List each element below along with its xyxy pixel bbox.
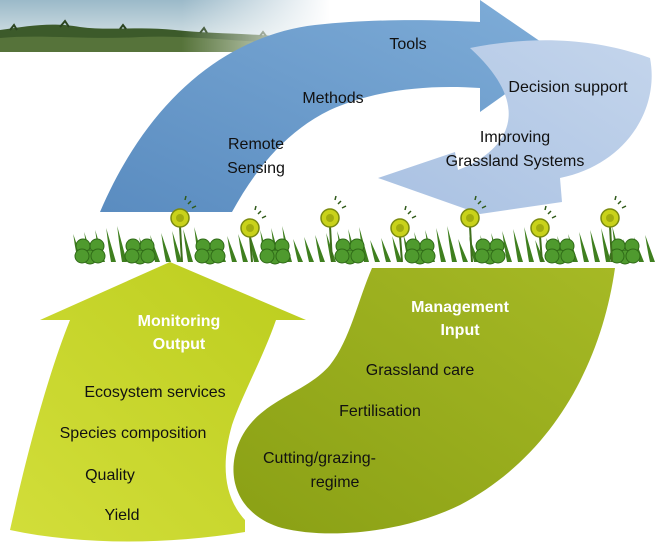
- grass-blade-icon: [238, 234, 248, 262]
- management-title-2: Input: [440, 322, 480, 339]
- dandelion-stem-icon: [179, 225, 183, 263]
- dandelion-stem-icon: [399, 235, 403, 263]
- dandelion-stem-icon: [609, 225, 613, 263]
- grass-blade-icon: [535, 240, 545, 262]
- management-title-1: Management: [411, 299, 509, 316]
- grass-blade-icon: [381, 238, 391, 262]
- clover-leaf-icon: [474, 248, 490, 264]
- management-item: Fertilisation: [339, 403, 421, 420]
- dandelion-stem-icon: [469, 225, 473, 263]
- clover-leaf-icon: [544, 248, 560, 264]
- clover-leaf-icon: [560, 248, 576, 264]
- grassland-plants: [73, 195, 655, 265]
- grass-blade-icon: [293, 239, 303, 262]
- remote-sensing-arrow: [100, 0, 560, 212]
- clover-leaf-icon: [140, 248, 156, 264]
- grass-blade-icon: [524, 227, 534, 262]
- clover-leaf-icon: [420, 248, 436, 264]
- grass-blade-icon: [436, 228, 446, 262]
- management-item: regime: [310, 474, 360, 491]
- dandelion-center-icon: [606, 214, 614, 222]
- clover-leaf-icon: [259, 248, 275, 264]
- dandelion-center-icon: [396, 224, 404, 232]
- seed-fluff-icon: [544, 205, 557, 219]
- monitoring-item: Quality: [85, 467, 135, 484]
- management-input-arrow: [233, 268, 615, 534]
- dandelion-center-icon: [466, 214, 474, 222]
- grass-blade-icon: [106, 228, 116, 262]
- dandelion-center-icon: [246, 224, 254, 232]
- seed-fluff-icon: [474, 195, 487, 209]
- methods-label: Methods: [302, 90, 364, 107]
- clover-leaf-icon: [124, 248, 140, 264]
- grass-blade-icon: [579, 232, 589, 262]
- dandelion-stem-icon: [329, 225, 333, 263]
- remote-sensing-label-1: Remote: [227, 136, 285, 153]
- grass-blade-icon: [590, 230, 600, 262]
- grass-blade-icon: [392, 236, 402, 262]
- seed-fluff-icon: [334, 195, 347, 209]
- monitoring-output-arrow: [10, 262, 306, 542]
- monitoring-title-2: Output: [152, 336, 206, 353]
- monitoring-title-1: Monitoring: [137, 313, 221, 330]
- grass-blade-icon: [183, 229, 193, 262]
- clover-leaf-icon: [490, 248, 506, 264]
- clover-leaf-icon: [625, 248, 641, 264]
- management-item: Grassland care: [365, 362, 475, 379]
- grass-blade-icon: [370, 240, 380, 262]
- dandelion-stem-icon: [249, 235, 253, 263]
- grass-blade-icon: [227, 236, 237, 262]
- clover-leaf-icon: [334, 248, 350, 264]
- improving-label-2: Grassland Systems: [445, 153, 585, 170]
- dandelion-stem-icon: [539, 235, 543, 263]
- seed-fluff-icon: [614, 195, 627, 209]
- grass-blade-icon: [469, 237, 479, 262]
- tools-label: Tools: [389, 36, 427, 53]
- grass-blade-icon: [513, 229, 523, 262]
- grass-blade-icon: [315, 235, 325, 262]
- clover-leaf-icon: [90, 248, 106, 264]
- grass-blade-icon: [249, 232, 259, 262]
- decision-support-label: Decision support: [508, 79, 628, 96]
- monitoring-item: Yield: [104, 507, 140, 524]
- monitoring-item: Species composition: [59, 425, 207, 442]
- clover-leaf-icon: [275, 248, 291, 264]
- improving-label-1: Improving: [479, 129, 551, 146]
- clover-leaf-icon: [74, 248, 90, 264]
- dandelion-center-icon: [536, 224, 544, 232]
- clover-leaf-icon: [609, 248, 625, 264]
- grass-blade-icon: [172, 231, 182, 262]
- seed-fluff-icon: [184, 195, 197, 209]
- grass-blade-icon: [601, 228, 611, 262]
- clover-leaf-icon: [404, 248, 420, 264]
- grass-blade-icon: [447, 226, 457, 262]
- grass-blade-icon: [458, 239, 468, 262]
- dandelion-center-icon: [176, 214, 184, 222]
- seed-fluff-icon: [404, 205, 417, 219]
- remote-sensing-label-2: Sensing: [227, 160, 285, 177]
- clover-leaf-icon: [194, 248, 210, 264]
- grass-blade-icon: [645, 235, 655, 262]
- monitoring-item: Ecosystem services: [84, 384, 226, 401]
- dandelion-center-icon: [326, 214, 334, 222]
- decision-support-arrow: [378, 40, 652, 214]
- clover-leaf-icon: [350, 248, 366, 264]
- grass-blade-icon: [161, 233, 171, 262]
- seed-fluff-icon: [254, 205, 267, 219]
- grass-blade-icon: [117, 226, 127, 262]
- grass-blade-icon: [502, 231, 512, 262]
- management-item: Cutting/grazing-: [263, 450, 376, 467]
- clover-leaf-icon: [210, 248, 226, 264]
- grass-blade-icon: [304, 237, 314, 262]
